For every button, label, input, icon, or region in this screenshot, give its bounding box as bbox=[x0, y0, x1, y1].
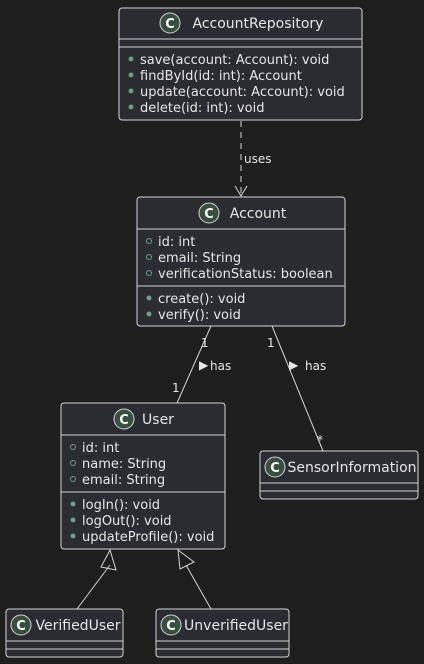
field-item: id: int bbox=[158, 235, 195, 250]
class-icon: C bbox=[113, 408, 135, 430]
public-method-icon bbox=[128, 72, 134, 78]
field-list: id: int email: String verificationStatus… bbox=[146, 235, 333, 282]
class-icon-letter: C bbox=[204, 207, 214, 222]
verifieduser-inheritance-triangle bbox=[100, 548, 117, 571]
public-method-icon bbox=[70, 501, 76, 507]
account-user-source-multiplicity: 1 bbox=[201, 336, 209, 350]
class-icon: C bbox=[160, 614, 182, 636]
relation-verifieduser-extends-user bbox=[76, 548, 117, 610]
class-icon: C bbox=[159, 12, 181, 34]
public-field-icon bbox=[70, 444, 76, 450]
class-name: SensorInformation bbox=[287, 460, 416, 476]
method-item: findById(id: int): Account bbox=[140, 69, 302, 84]
method-item: verify(): void bbox=[158, 308, 241, 323]
public-field-icon bbox=[70, 460, 76, 466]
method-item: updateProfile(): void bbox=[82, 530, 214, 545]
public-method-icon bbox=[128, 104, 134, 110]
class-box bbox=[5, 608, 124, 658]
class-icon: C bbox=[10, 614, 32, 636]
class-icon: C bbox=[198, 202, 220, 224]
public-field-icon bbox=[146, 238, 152, 244]
unverifieduser-inheritance-line bbox=[185, 564, 212, 610]
method-list: create(): void verify(): void bbox=[146, 292, 245, 323]
class-icon-letter: C bbox=[166, 619, 176, 634]
relation-account-has-user: 1 1 ▶ has bbox=[172, 325, 231, 404]
class-name: VerifiedUser bbox=[36, 618, 121, 634]
verifieduser-inheritance-line bbox=[76, 564, 111, 610]
class-box bbox=[259, 450, 419, 500]
account-sensor-arrow: ▶ bbox=[289, 358, 299, 372]
class-name: AccountRepository bbox=[193, 16, 324, 32]
class-user[interactable]: C User id: int name: String email: Strin… bbox=[60, 402, 226, 550]
public-field-icon bbox=[70, 476, 76, 482]
method-list: logIn(): void logOut(): void updateProfi… bbox=[70, 498, 214, 545]
class-name: Account bbox=[230, 206, 287, 222]
relation-uses: uses bbox=[234, 121, 272, 197]
field-list: id: int name: String email: String bbox=[70, 441, 166, 488]
public-method-icon bbox=[128, 88, 134, 94]
account-user-label: has bbox=[210, 359, 231, 373]
class-name: UnverifiedUser bbox=[184, 618, 288, 634]
public-method-icon bbox=[128, 56, 134, 62]
account-sensor-label: has bbox=[305, 359, 326, 373]
uses-arrowhead bbox=[234, 185, 248, 197]
public-method-icon bbox=[146, 311, 152, 317]
account-user-arrow: ▶ bbox=[199, 358, 209, 372]
class-box bbox=[118, 7, 363, 121]
class-box bbox=[60, 402, 226, 550]
method-item: update(account: Account): void bbox=[140, 85, 345, 100]
class-unverifieduser[interactable]: C UnverifiedUser bbox=[155, 608, 290, 658]
account-user-target-multiplicity: 1 bbox=[172, 381, 180, 395]
relation-account-has-sensor: 1 * ▶ has bbox=[267, 325, 326, 452]
uses-label: uses bbox=[244, 152, 272, 166]
method-item: delete(id: int): void bbox=[140, 101, 264, 116]
class-icon: C bbox=[264, 456, 286, 478]
method-item: logIn(): void bbox=[82, 498, 160, 513]
public-field-icon bbox=[146, 270, 152, 276]
class-sensorinformation[interactable]: C SensorInformation bbox=[259, 450, 419, 500]
class-icon-letter: C bbox=[270, 461, 280, 476]
unverifieduser-inheritance-triangle bbox=[177, 548, 195, 570]
class-icon-letter: C bbox=[16, 619, 26, 634]
public-method-icon bbox=[70, 533, 76, 539]
account-sensor-target-multiplicity: * bbox=[317, 433, 323, 447]
method-item: create(): void bbox=[158, 292, 245, 307]
class-account[interactable]: C Account id: int email: String verifica… bbox=[136, 196, 346, 327]
class-box bbox=[155, 608, 290, 658]
account-user-connector bbox=[176, 325, 212, 404]
public-method-icon bbox=[70, 517, 76, 523]
field-item: verificationStatus: boolean bbox=[158, 267, 333, 282]
class-verifieduser[interactable]: C VerifiedUser bbox=[5, 608, 124, 658]
field-item: name: String bbox=[82, 457, 166, 472]
account-sensor-connector bbox=[271, 325, 324, 452]
account-sensor-source-multiplicity: 1 bbox=[267, 336, 275, 350]
public-method-icon bbox=[146, 295, 152, 301]
field-item: id: int bbox=[82, 441, 119, 456]
class-icon-letter: C bbox=[119, 413, 129, 428]
method-item: logOut(): void bbox=[82, 514, 172, 529]
method-list: save(account: Account): void findById(id… bbox=[128, 53, 345, 116]
public-field-icon bbox=[146, 254, 152, 260]
class-icon-letter: C bbox=[165, 17, 175, 32]
field-item: email: String bbox=[82, 473, 165, 488]
class-name: User bbox=[142, 412, 174, 428]
class-accountrepository[interactable]: C AccountRepository save(account: Accoun… bbox=[118, 7, 363, 121]
method-item: save(account: Account): void bbox=[140, 53, 329, 68]
relation-unverifieduser-extends-user bbox=[177, 548, 212, 610]
field-item: email: String bbox=[158, 251, 241, 266]
